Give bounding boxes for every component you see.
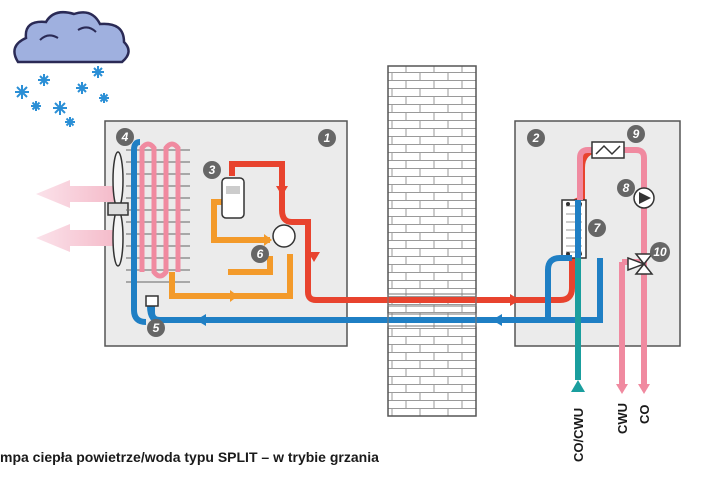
marker-2: 2	[527, 129, 545, 147]
svg-text:4: 4	[121, 130, 129, 144]
marker-10: 10	[650, 242, 670, 262]
marker-9: 9	[627, 125, 645, 143]
marker-8: 8	[617, 179, 635, 197]
svg-text:8: 8	[623, 181, 630, 195]
port-label-co-cwu: CO/CWU	[571, 408, 586, 462]
marker-4: 4	[116, 128, 134, 146]
svg-text:7: 7	[594, 221, 602, 235]
air-flow-arrow-bottom	[36, 224, 120, 252]
marker-6: 6	[251, 245, 269, 263]
svg-text:3: 3	[209, 163, 216, 177]
caption-prefix: mpa ciepła powietrze/woda typu	[0, 449, 218, 465]
valve-icon	[627, 253, 654, 275]
svg-text:2: 2	[532, 131, 540, 145]
caption-suffix: – w trybie grzania	[257, 449, 379, 465]
air-flow-arrow-top	[36, 180, 120, 208]
port-label-co: CO	[637, 405, 652, 425]
marker-3: 3	[203, 161, 221, 179]
wall	[387, 65, 477, 417]
marker-5: 5	[147, 319, 165, 337]
diagram-caption: mpa ciepła powietrze/woda typu SPLIT – w…	[0, 449, 720, 465]
svg-text:5: 5	[153, 321, 160, 335]
plate-heat-exchanger	[561, 199, 587, 259]
svg-text:6: 6	[257, 247, 264, 261]
svg-text:1: 1	[324, 131, 331, 145]
evaporator-coil	[126, 149, 190, 283]
pump-icon	[633, 187, 655, 209]
component-markers: 1 2 3 4 5 6 7 8 9 10	[116, 125, 670, 337]
svg-text:9: 9	[633, 127, 640, 141]
heater-icon	[591, 141, 625, 159]
four-way-valve	[272, 224, 296, 248]
svg-text:10: 10	[653, 245, 667, 259]
marker-1: 1	[318, 129, 336, 147]
fan-icon	[107, 151, 129, 267]
snow-cloud-icon	[13, 11, 130, 127]
caption-emphasis: SPLIT	[217, 449, 258, 465]
marker-7: 7	[588, 219, 606, 237]
port-label-cwu: CWU	[615, 403, 630, 434]
compressor-icon	[221, 177, 245, 219]
expansion-valve	[145, 295, 159, 307]
